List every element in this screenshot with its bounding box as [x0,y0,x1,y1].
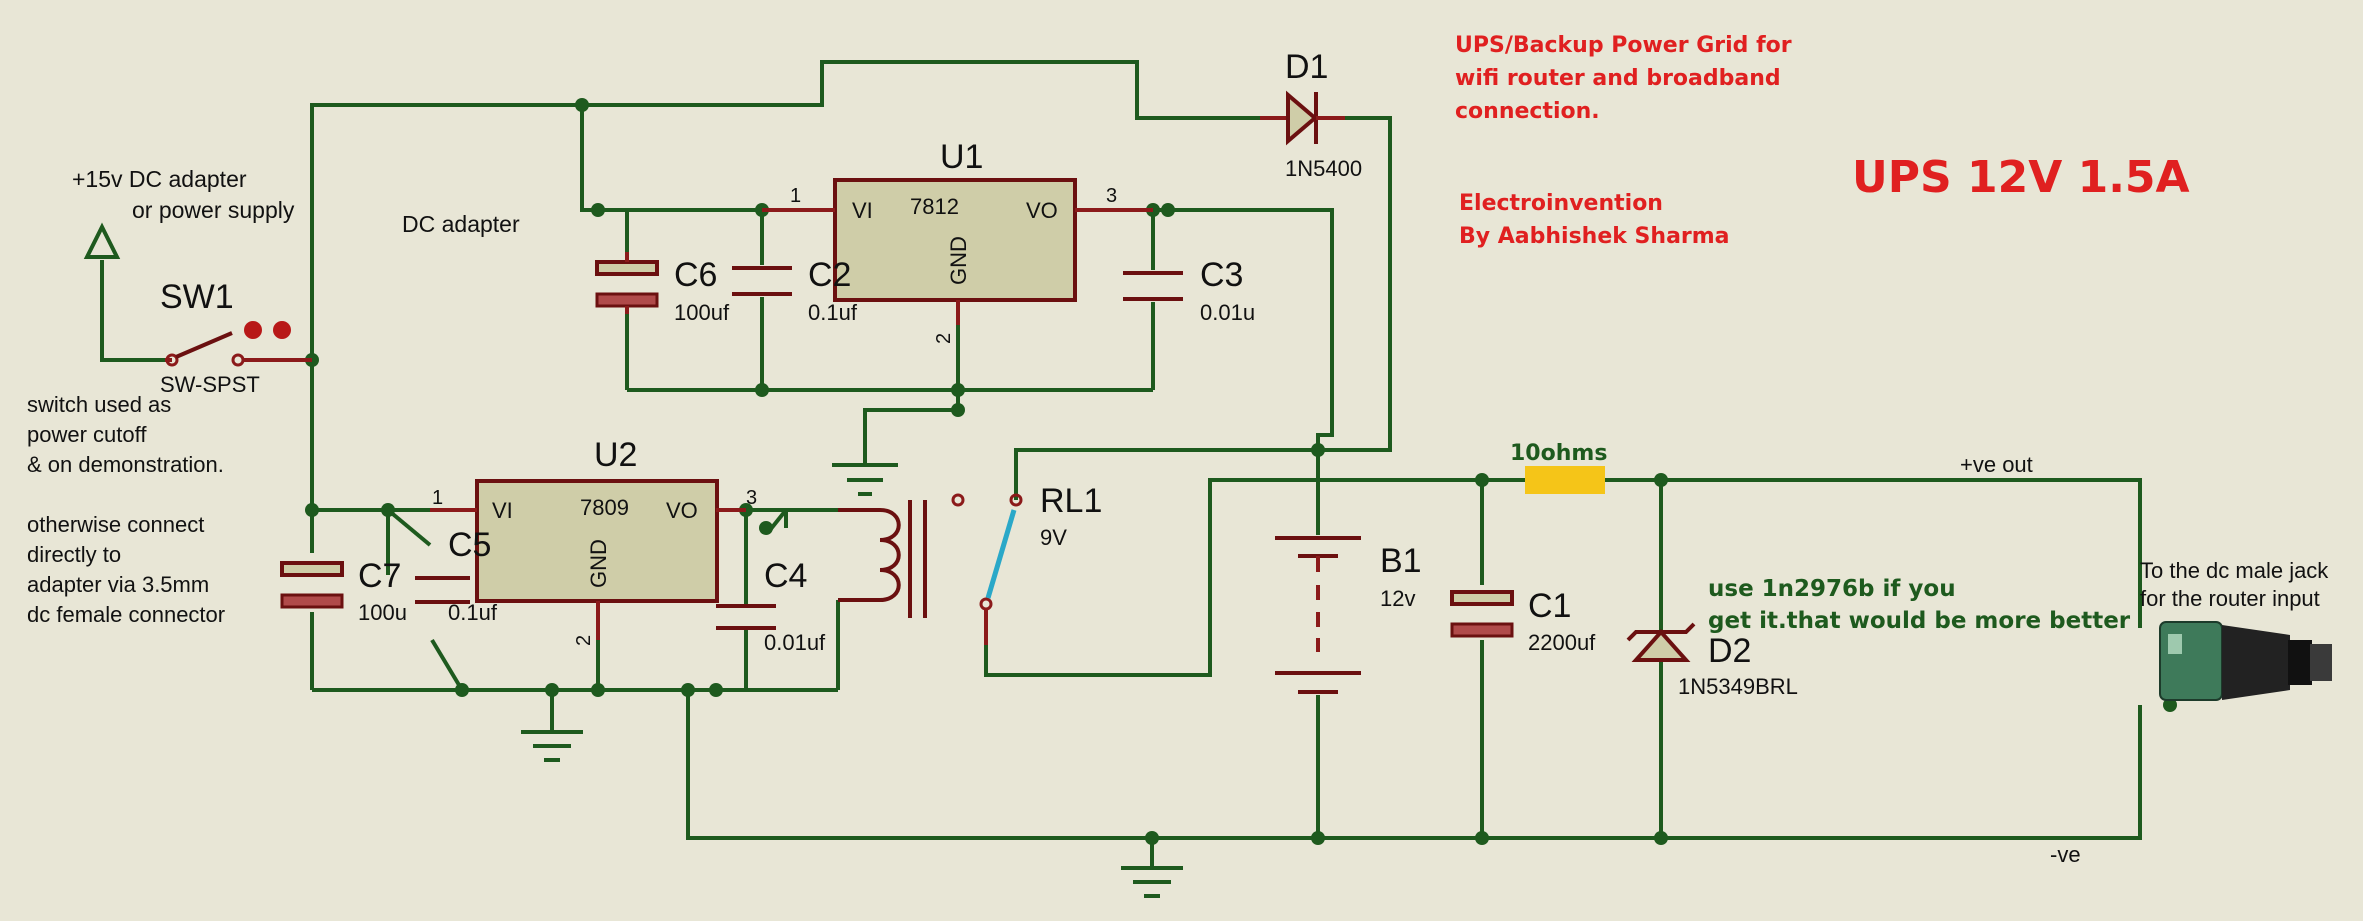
u2-pin-gnd: 2 [573,635,595,646]
pos-out-label: +ve out [1960,452,2033,477]
adapter-label-2: or power supply [132,197,295,223]
c1-capacitor [1450,590,1514,638]
rl1-ref: RL1 [1040,482,1102,520]
c6-ref: C6 [674,256,717,294]
input-terminal [83,222,121,259]
u2-gnd: GND [586,539,611,588]
note-line-5: otherwise connect [27,512,204,537]
c2-ref: C2 [808,256,851,294]
u1-pin-gnd: 2 [933,333,955,344]
c7-ref: C7 [358,557,401,595]
resistor-label: 10ohms [1510,441,1607,466]
dc-adapter-label: DC adapter [402,211,520,237]
adapter-label-1: +15v DC adapter [72,166,247,192]
sw1-switch [165,321,312,367]
title-line-3: connection. [1455,99,1600,124]
c3-capacitor [1123,271,1183,301]
d2-ref: D2 [1708,632,1751,670]
neg-out-label: -ve [2050,842,2081,867]
title-line-1: UPS/Backup Power Grid for [1455,33,1792,58]
author-line-1: Electroinvention [1459,191,1663,216]
c1-ref: C1 [1528,587,1571,625]
u2-ref: U2 [594,436,637,474]
note-line-1: switch used as [27,392,171,417]
u1-part: 7812 [910,194,959,219]
b1-value: 12v [1380,586,1415,611]
c5-value: 0.1uf [448,600,498,625]
u2-regulator [430,479,746,640]
note-line-8: dc female connector [27,602,225,627]
jack-note-2: for the router input [2140,586,2320,611]
note-line-6: directly to [27,542,121,567]
u2-pin-in: 1 [432,487,443,509]
u2-pin-out: 3 [746,487,757,509]
c7-value: 100u [358,600,407,625]
sw1-type: SW-SPST [160,372,260,397]
u1-pin-in: 1 [790,185,801,207]
c6-value: 100uf [674,300,730,325]
c4-value: 0.01uf [764,630,826,655]
sw1-ref: SW1 [160,278,234,316]
c3-value: 0.01u [1200,300,1255,325]
dc-jack-picture [2159,621,2332,701]
wires [100,60,2142,868]
note-line-2: power cutoff [27,422,147,447]
u2-part: 7809 [580,495,629,520]
d1-ref: D1 [1285,48,1328,86]
note-line-3: & on demonstration. [27,452,224,477]
u1-vi: VI [852,198,873,223]
junction-dots [305,98,2177,845]
c5-ref: C5 [448,526,491,564]
c5-capacitor [415,576,470,604]
c4-capacitor [716,604,776,630]
note-line-7: adapter via 3.5mm [27,572,209,597]
title-line-2: wifi router and broadband [1455,66,1781,91]
u1-gnd: GND [946,236,971,285]
d1-diode [1260,90,1345,146]
c4-ref: C4 [764,557,807,595]
author-line-2: By Aabhishek Sharma [1459,224,1730,249]
u1-pin-out: 3 [1106,185,1117,207]
c3-ref: C3 [1200,256,1243,294]
b1-battery [1275,536,1361,694]
u2-vo: VO [666,498,698,523]
c6-capacitor [595,252,659,314]
rl1-value: 9V [1040,525,1067,550]
u1-ref: U1 [940,138,983,176]
u2-vi: VI [492,498,513,523]
u1-vo: VO [1026,198,1058,223]
rl1-relay [838,493,1023,645]
ground-symbols [521,463,1183,898]
jack-note-1: To the dc male jack [2140,558,2329,583]
b1-ref: B1 [1380,542,1422,580]
d1-part: 1N5400 [1285,156,1362,181]
c1-value: 2200uf [1528,630,1596,655]
u1-regulator [762,178,1153,325]
d2-zener [1626,622,1696,662]
resistor-10ohms [1525,466,1605,494]
zener-note-2: get it.that would be more better [1708,608,2131,634]
d2-part: 1N5349BRL [1678,674,1798,699]
c2-value: 0.1uf [808,300,858,325]
c7-capacitor [280,561,344,609]
zener-note-1: use 1n2976b if you [1708,576,1956,602]
big-title: UPS 12V 1.5A [1852,152,2190,203]
c2-capacitor [732,266,792,296]
